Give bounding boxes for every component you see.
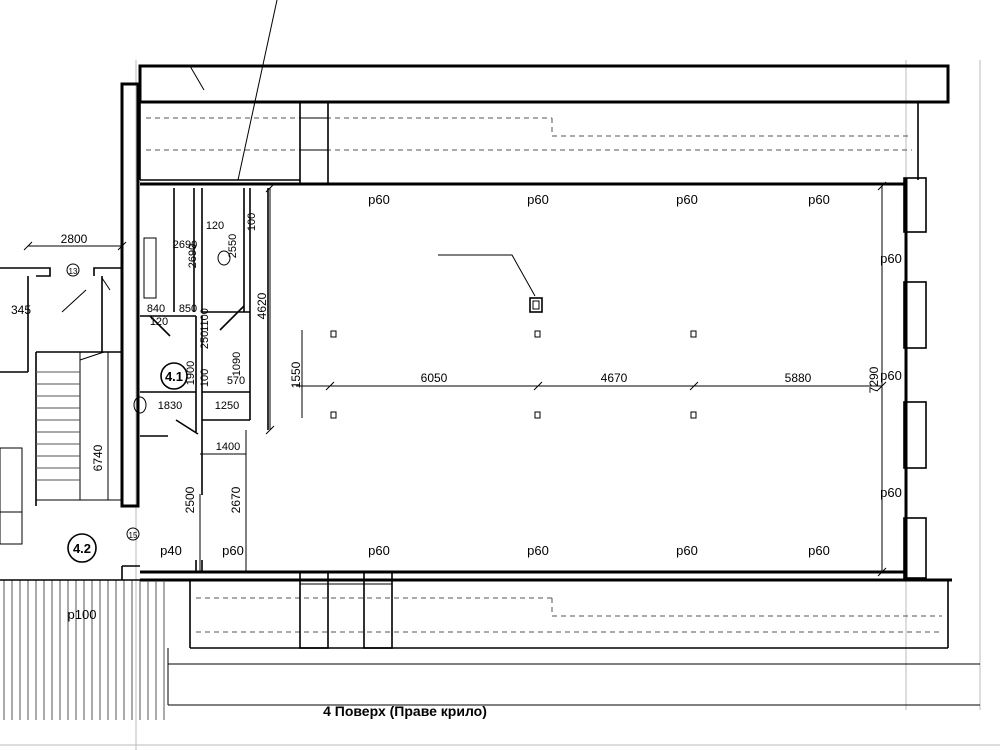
door-15-label: 15 bbox=[129, 531, 138, 540]
service-rooms bbox=[120, 82, 269, 572]
reference-lines bbox=[0, 60, 1000, 750]
room-4-1-label: 4.1 bbox=[165, 369, 183, 384]
dim-250: 250 bbox=[199, 331, 211, 349]
dim-1830: 1830 bbox=[158, 400, 182, 412]
wall-mark-right-3: р60 bbox=[880, 485, 902, 500]
dim-4620: 4620 bbox=[255, 292, 269, 319]
wall-mark-right-2: р60 bbox=[880, 368, 902, 383]
wall-mark-bottom-2: р60 bbox=[368, 543, 390, 558]
dim-4670: 4670 bbox=[601, 371, 628, 385]
dim-1250: 1250 bbox=[215, 400, 239, 412]
wall-mark-top-3: р60 bbox=[676, 192, 698, 207]
dim-7290: 7290 bbox=[867, 366, 881, 393]
dim-100b: 100 bbox=[199, 369, 211, 387]
dim-2550: 2550 bbox=[227, 234, 239, 258]
door-13-label: 13 bbox=[69, 267, 78, 276]
dim-1400: 1400 bbox=[216, 441, 240, 453]
room-markers: 4.1 4.2 13 15 bbox=[66, 263, 188, 563]
main-hall bbox=[140, 0, 927, 579]
wall-mark-top-1: р60 bbox=[368, 192, 390, 207]
dim-570: 570 bbox=[227, 375, 245, 387]
dim-1550: 1550 bbox=[289, 361, 303, 388]
wall-mark-top-2: р60 bbox=[527, 192, 549, 207]
dim-6740: 6740 bbox=[91, 444, 105, 471]
wall-marks: р60 р60 р60 р60 р60 р60 р60 р60 р60 р60 … bbox=[68, 192, 902, 622]
upper-corridor bbox=[138, 64, 950, 185]
dim-850: 850 bbox=[179, 303, 197, 315]
dimension-values: 2800 345 6740 2690 120 100 2550 2690 462… bbox=[11, 213, 881, 514]
wall-mark-right-1: р60 bbox=[880, 251, 902, 266]
wall-mark-top-4: р60 bbox=[808, 192, 830, 207]
wall-mark-bottom-5: р60 bbox=[808, 543, 830, 558]
wall-mark-stair: р100 bbox=[68, 607, 97, 622]
dim-100a: 100 bbox=[246, 213, 258, 231]
dim-2800: 2800 bbox=[61, 232, 88, 246]
dim-1900: 1900 bbox=[185, 361, 197, 385]
dim-840: 840 bbox=[147, 303, 165, 315]
dim-345: 345 bbox=[11, 303, 31, 317]
wall-mark-bottom-3: р60 bbox=[527, 543, 549, 558]
door-13-marker bbox=[66, 263, 80, 277]
stair-zone bbox=[0, 267, 168, 720]
lower-corridor bbox=[140, 571, 980, 706]
room-4-1-marker bbox=[160, 362, 188, 390]
dim-2500: 2500 bbox=[183, 486, 197, 513]
room-4-2-marker bbox=[67, 533, 97, 563]
wall-mark-bottom-1: р60 bbox=[222, 543, 244, 558]
dim-6050: 6050 bbox=[421, 371, 448, 385]
dim-1090: 1090 bbox=[231, 352, 243, 376]
dim-120a: 120 bbox=[206, 220, 224, 232]
dim-2690: 2690 bbox=[173, 239, 197, 251]
dimension-lines bbox=[23, 65, 887, 577]
dim-5880: 5880 bbox=[785, 371, 812, 385]
wall-mark-left-bottom: р40 bbox=[160, 543, 182, 558]
wall-mark-bottom-4: р60 bbox=[676, 543, 698, 558]
dim-2700: 2690 bbox=[187, 244, 199, 268]
dim-2670: 2670 bbox=[229, 486, 243, 513]
door-15-marker bbox=[126, 527, 140, 541]
drawing-caption: 4 Поверх (Праве крило) bbox=[323, 703, 487, 719]
dim-1100: 1100 bbox=[199, 308, 211, 332]
dim-120b: 120 bbox=[150, 316, 168, 328]
room-4-2-label: 4.2 bbox=[73, 541, 91, 556]
